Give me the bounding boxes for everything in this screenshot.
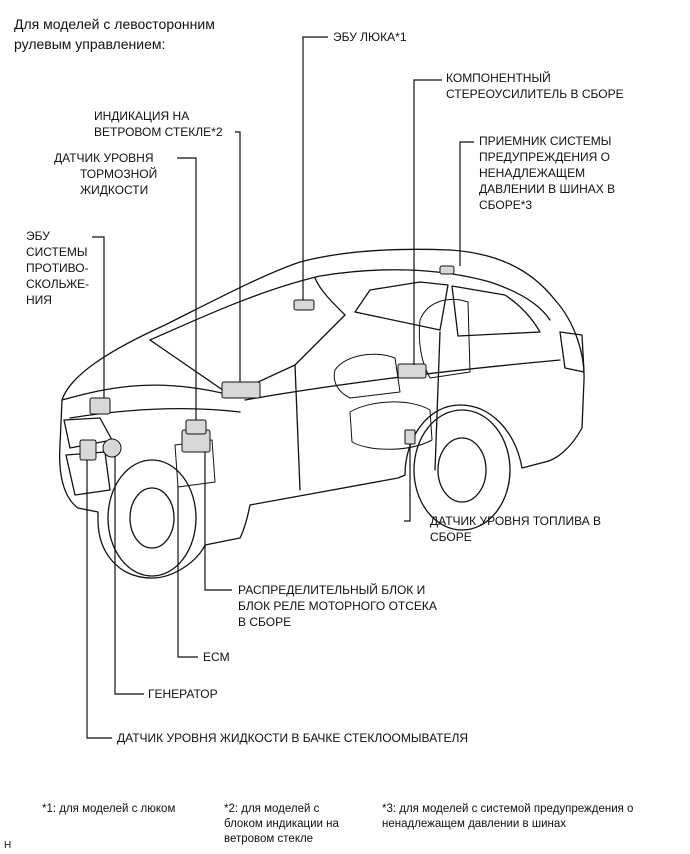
front-wheel-hub xyxy=(129,487,175,549)
label-hud-line-1: ИНДИКАЦИЯ НА xyxy=(94,109,190,123)
label-brake-fluid-line-2: ТОРМОЗНОЙ xyxy=(80,167,158,181)
label-skid-ecu-line-5: НИЯ xyxy=(26,293,52,307)
header-line-1: Для моделей с левосторонним xyxy=(14,16,215,32)
hood-line xyxy=(61,384,231,401)
front-wheel xyxy=(107,459,197,577)
fuel-sender-part xyxy=(404,429,416,445)
washer-tank-part xyxy=(79,439,97,461)
label-sunroof-ecu: ЭБУ ЛЮКА*1 xyxy=(333,30,407,44)
label-tpms-line-3: НЕНАДЛЕЖАЩЕМ xyxy=(479,166,586,180)
footnote-2-line-1: *2: для моделей с xyxy=(224,803,320,815)
leader-skid-ecu xyxy=(92,236,105,398)
leader-generator xyxy=(114,457,144,695)
label-relay-block-line-1: РАСПРЕДЕЛИТЕЛЬНЫЙ БЛОК И xyxy=(238,583,426,597)
rear-side-window xyxy=(451,285,541,337)
label-fuel-level-line-1: ДАТЧИК УРОВНЯ ТОПЛИВА В xyxy=(430,514,602,528)
label-relay-block: РАСПРЕДЕЛИТЕЛЬНЫЙ БЛОК И БЛОК РЕЛЕ МОТОР… xyxy=(238,582,437,630)
roof-line xyxy=(149,269,551,341)
generator-part xyxy=(102,438,122,458)
leader-brake-fluid xyxy=(177,157,197,420)
label-skid-ecu: ЭБУ СИСТЕМЫ ПРОТИВО- СКОЛЬЖЕ- НИЯ xyxy=(26,228,89,308)
tpms-receiver-part xyxy=(439,265,455,275)
leader-washer-level xyxy=(86,460,112,739)
label-stereo-amp: КОМПОНЕНТНЫЙ СТЕРЕОУСИЛИТЕЛЬ В СБОРЕ xyxy=(446,70,624,102)
front-side-window xyxy=(354,281,449,331)
label-brake-fluid-line-3: ЖИДКОСТИ xyxy=(80,183,149,197)
leader-stereo-amp xyxy=(413,79,442,365)
label-fuel-level-line-2: СБОРЕ xyxy=(430,530,472,544)
leader-sunroof-ecu xyxy=(302,36,328,300)
leader-fuel-level xyxy=(404,444,411,522)
label-skid-ecu-line-1: ЭБУ xyxy=(26,229,50,243)
label-fuel-level: ДАТЧИК УРОВНЯ ТОПЛИВА В СБОРЕ xyxy=(430,513,601,545)
label-generator: ГЕНЕРАТОР xyxy=(148,687,218,701)
footnote-2-line-2: блоком индикации на xyxy=(224,818,339,830)
footnote-1: *1: для моделей с люком xyxy=(42,803,176,815)
front-seat xyxy=(333,353,401,399)
footnote-3-line-2: ненадлежащем давлении в шинах xyxy=(382,818,566,830)
footnote-2: *2: для моделей с блоком индикации на ве… xyxy=(224,802,339,847)
label-ecm: ECM xyxy=(203,650,230,664)
label-hud-line-2: ВЕТРОВОМ СТЕКЛЕ*2 xyxy=(94,125,223,139)
label-tpms-line-4: ДАВЛЕНИИ В ШИНАХ В xyxy=(479,182,616,196)
label-skid-ecu-line-4: СКОЛЬЖЕ- xyxy=(26,277,90,291)
windshield xyxy=(149,277,346,396)
rear-wheel xyxy=(413,409,511,531)
rear-light xyxy=(559,331,585,373)
body-side-crease xyxy=(244,359,561,401)
skid-ecu-part xyxy=(89,397,111,415)
rear-wheel-hub xyxy=(437,437,487,503)
car-body-outline xyxy=(58,248,585,579)
label-relay-block-line-2: БЛОК РЕЛЕ МОТОРНОГО ОТСЕКА xyxy=(238,599,437,613)
label-brake-fluid: ДАТЧИК УРОВНЯ ТОРМОЗНОЙ ЖИДКОСТИ xyxy=(54,150,157,198)
label-tpms-line-5: СБОРЕ*3 xyxy=(479,198,533,212)
label-relay-block-line-3: В СБОРЕ xyxy=(238,615,292,629)
label-tpms-line-2: ПРЕДУПРЕЖДЕНИЯ О xyxy=(479,150,610,164)
label-tpms: ПРИЕМНИК СИСТЕМЫ ПРЕДУПРЕЖДЕНИЯ О НЕНАДЛ… xyxy=(479,133,615,213)
door-line-mid xyxy=(434,331,441,471)
hood-edge xyxy=(69,408,241,419)
leader-ecm xyxy=(177,487,198,658)
rear-seat xyxy=(418,298,471,379)
label-tpms-line-1: ПРИЕМНИК СИСТЕМЫ xyxy=(479,134,612,148)
diagram-header: Для моделей с левосторонним рулевым упра… xyxy=(14,14,215,54)
label-skid-ecu-line-3: ПРОТИВО- xyxy=(26,261,89,275)
label-stereo-amp-line-2: СТЕРЕОУСИЛИТЕЛЬ В СБОРЕ xyxy=(446,87,624,101)
leader-hud xyxy=(235,131,241,382)
brake-reservoir-part xyxy=(185,419,207,435)
label-stereo-amp-line-1: КОМПОНЕНТНЫЙ xyxy=(446,71,551,85)
footnote-2-line-3: ветровом стекле xyxy=(224,833,314,845)
stereo-amp-part xyxy=(397,363,427,379)
header-line-2: рулевым управлением: xyxy=(14,36,166,52)
leader-tpms xyxy=(459,141,474,266)
footnote-3-line-1: *3: для моделей с системой предупреждени… xyxy=(382,803,634,815)
fuel-tank xyxy=(349,401,433,450)
label-skid-ecu-line-2: СИСТЕМЫ xyxy=(26,245,88,259)
leader-relay-block xyxy=(204,452,232,591)
label-brake-fluid-line-1: ДАТЧИК УРОВНЯ xyxy=(54,151,154,165)
corner-mark: H xyxy=(4,840,12,851)
sunroof-ecu-part xyxy=(293,299,315,311)
label-hud: ИНДИКАЦИЯ НА ВЕТРОВОМ СТЕКЛЕ*2 xyxy=(94,108,223,140)
footnote-3: *3: для моделей с системой предупреждени… xyxy=(382,802,633,832)
hud-unit xyxy=(221,381,261,399)
label-washer-level: ДАТЧИК УРОВНЯ ЖИДКОСТИ В БАЧКЕ СТЕКЛООМЫ… xyxy=(117,731,469,745)
door-line-front xyxy=(294,364,301,491)
